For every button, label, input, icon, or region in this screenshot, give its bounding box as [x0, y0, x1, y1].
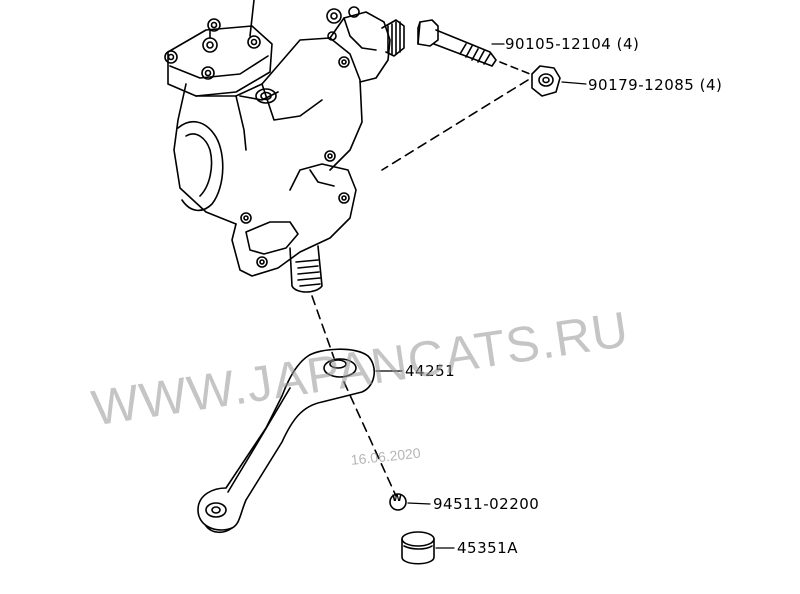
bolt-part-number: 90105-12104 (4): [505, 35, 640, 53]
pitman-arm-drawing: [197, 348, 375, 534]
steering-gear-housing: [164, 0, 405, 293]
washer-part-number: 94511-02200: [433, 495, 540, 513]
nut-part-number: 90179-12085 (4): [588, 76, 723, 94]
pitman-arm-part-number: 44251: [405, 362, 456, 380]
leader-lines: [375, 43, 587, 549]
washer-drawing: [389, 493, 407, 511]
nut-drawing: [531, 65, 561, 97]
cap-drawing: [401, 531, 435, 565]
washer-symbol: W: [392, 494, 403, 504]
cap-part-number: 45351A: [457, 539, 518, 557]
bolt-drawing: [417, 19, 497, 67]
